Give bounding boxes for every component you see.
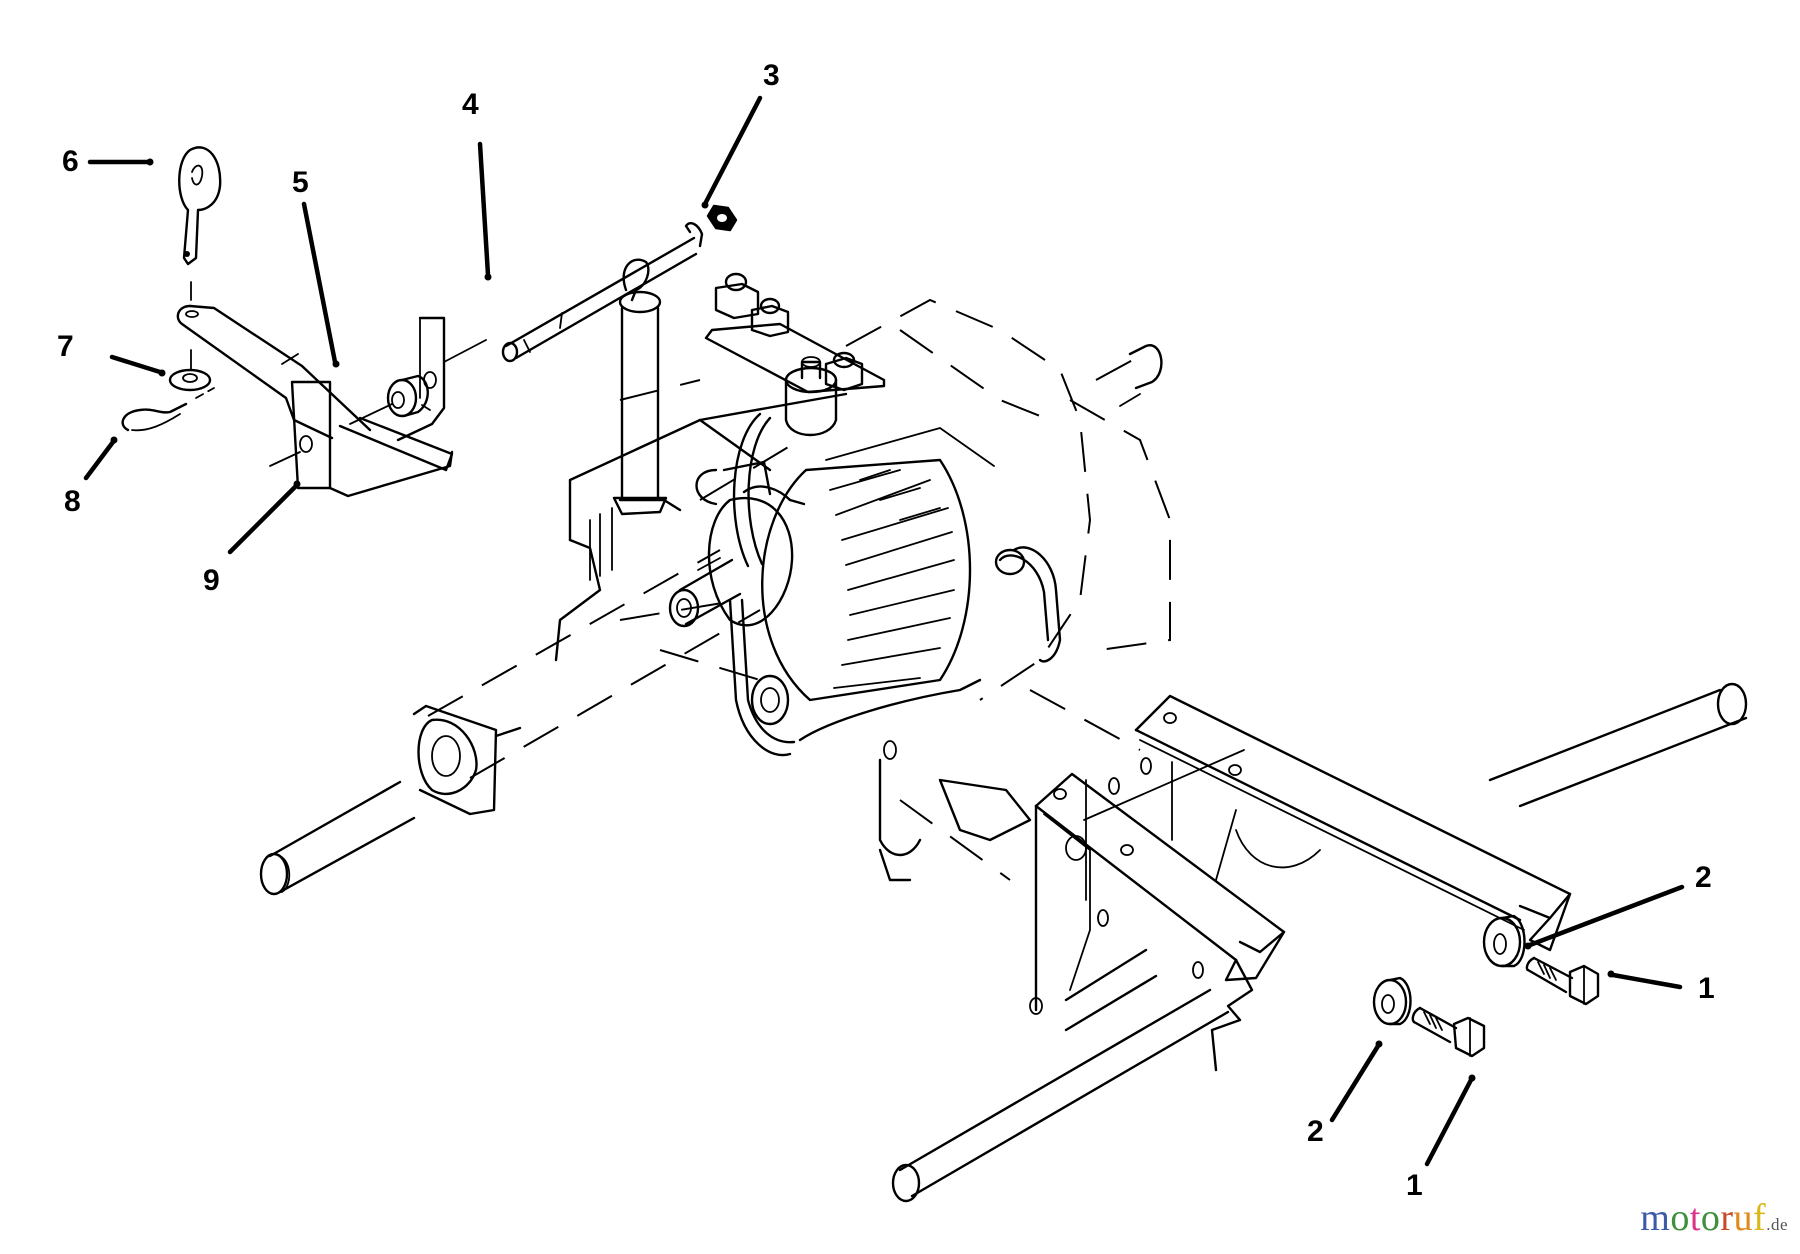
part-1-bolt-lower[interactable] [1411, 1006, 1486, 1058]
watermark-letter: m [1640, 1197, 1671, 1239]
watermark-letter: o [1670, 1197, 1690, 1239]
callout-4[interactable]: 4 [462, 88, 479, 121]
part-3-nut[interactable] [706, 204, 738, 232]
valve-fitting [784, 356, 838, 437]
watermark-letter: o [1700, 1197, 1721, 1239]
callout-9[interactable]: 9 [203, 564, 220, 597]
watermark-letter: r [1720, 1197, 1734, 1239]
part-7-washer[interactable] [168, 349, 212, 392]
part-2-washer-upper[interactable] [1482, 914, 1526, 968]
watermark-tld: .de [1766, 1215, 1788, 1234]
callout-1-upper[interactable]: 1 [1698, 972, 1715, 1005]
watermark-letter: f [1753, 1197, 1767, 1239]
part-1-bolt-upper[interactable] [1525, 956, 1600, 1006]
watermark-letter: u [1733, 1197, 1754, 1239]
part-6-pin[interactable] [178, 146, 222, 301]
callout-7[interactable]: 7 [57, 330, 74, 363]
part-5-bushing[interactable] [349, 374, 429, 425]
callout-2-lower[interactable]: 2 [1307, 1115, 1324, 1148]
left-axle[interactable] [259, 549, 761, 896]
callout-labels: 6 5 4 3 7 8 9 2 1 2 1 [57, 59, 1715, 1202]
part-9-shift-bracket[interactable] [176, 304, 487, 498]
callout-8[interactable]: 8 [64, 485, 81, 518]
callout-1-lower[interactable]: 1 [1406, 1169, 1423, 1202]
part-2-washer-lower[interactable] [1372, 976, 1412, 1026]
right-axle[interactable] [891, 344, 1748, 1203]
callout-3[interactable]: 3 [763, 59, 780, 92]
frame-bracket[interactable] [1029, 689, 1572, 1072]
callout-6[interactable]: 6 [62, 145, 79, 178]
mount-bolt [714, 272, 864, 392]
watermark-logo: motoruf.de [1640, 1196, 1788, 1240]
callout-5[interactable]: 5 [292, 166, 309, 199]
watermark-letter: t [1689, 1197, 1701, 1239]
leader-lines [83, 95, 1685, 1167]
hydraulic-hose [728, 412, 1062, 757]
part-8-hairpin[interactable] [121, 387, 215, 432]
part-4-control-rod[interactable] [501, 222, 704, 516]
pump-head [668, 460, 794, 628]
callout-2-upper[interactable]: 2 [1695, 861, 1712, 894]
cooling-fins [761, 427, 995, 702]
transmission-housing[interactable] [554, 272, 1171, 882]
